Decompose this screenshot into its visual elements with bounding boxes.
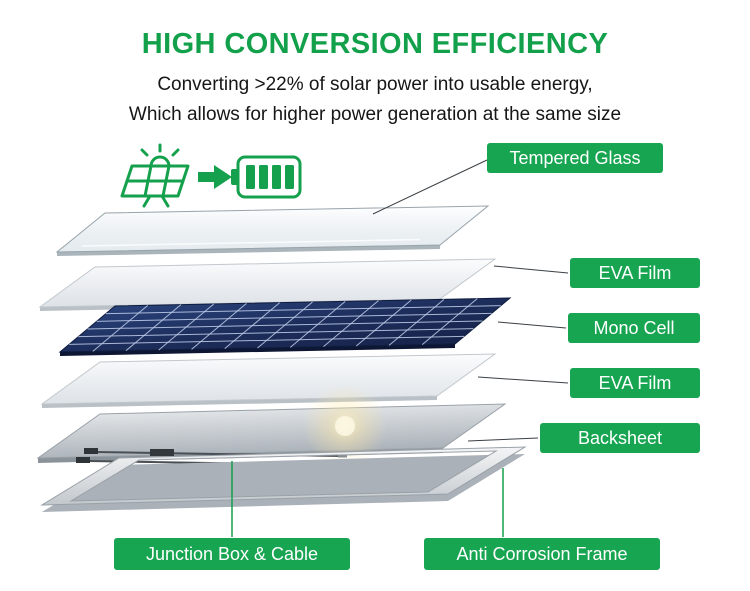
anti-corrosion-frame-layer	[40, 446, 527, 512]
eva-bottom-surface	[40, 353, 497, 405]
label-junction-box-cable: Junction Box & Cable	[114, 538, 350, 570]
junction-box	[150, 449, 174, 456]
page-title: HIGH CONVERSION EFFICIENCY	[141, 28, 609, 60]
label-tempered-glass: Tempered Glass	[487, 143, 663, 173]
glass-edge	[57, 245, 440, 256]
label-eva-film-top: EVA Film	[570, 258, 700, 288]
label-mono-cell: Mono Cell	[568, 313, 700, 343]
cable-connector	[76, 457, 90, 463]
leader-lines	[231, 159, 569, 537]
label-anti-corrosion-frame: Anti Corrosion Frame	[424, 538, 660, 570]
arrow-right-icon	[198, 165, 232, 189]
battery-icon	[231, 155, 302, 199]
backsheet-surface	[36, 403, 507, 459]
subtitle-line-1: Converting >22% of solar power into usab…	[157, 74, 593, 95]
subtitle-line-2: Which allows for higher power generation…	[128, 104, 622, 125]
solar-panel-icon	[120, 143, 190, 208]
label-eva-film-bottom: EVA Film	[570, 368, 700, 398]
label-backsheet: Backsheet	[540, 423, 700, 453]
tempered-glass-layer	[55, 205, 490, 256]
eva-film-bottom-layer	[40, 353, 497, 408]
frame-surface	[40, 446, 527, 506]
header: HIGH CONVERSION EFFICIENCY Converting >2…	[0, 28, 750, 130]
cable-connector	[84, 448, 98, 454]
mono-cell-layer	[60, 298, 510, 356]
